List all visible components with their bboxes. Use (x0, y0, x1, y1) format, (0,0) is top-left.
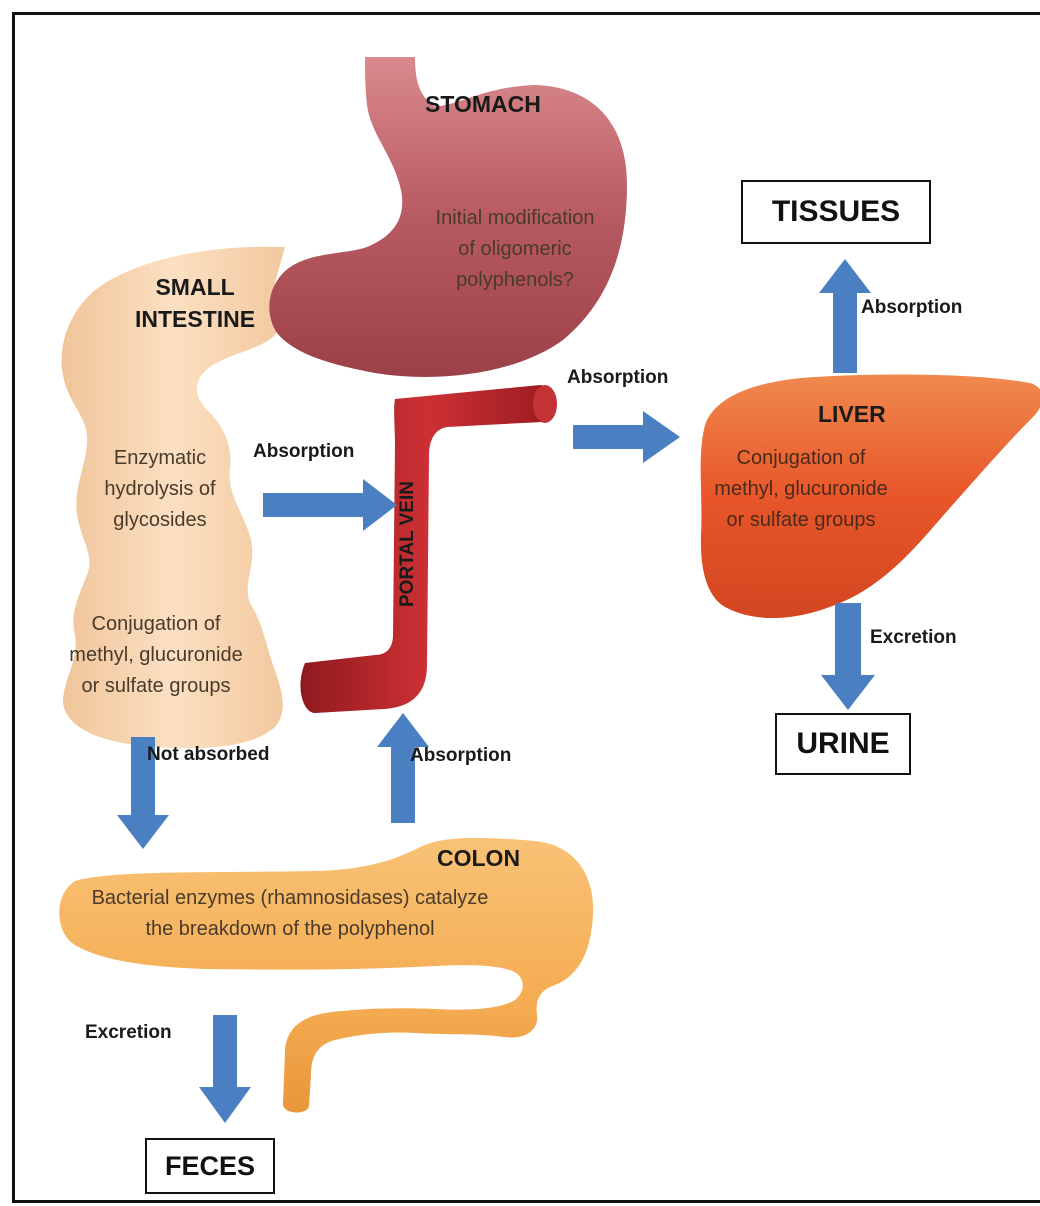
stomach-desc-line: polyphenols? (400, 265, 630, 296)
colon-desc-line: the breakdown of the polyphenol (55, 914, 525, 945)
urine-box: URINE (775, 713, 911, 775)
stomach-desc-line: of oligomeric (400, 234, 630, 265)
arrow-si-to-portal (263, 479, 397, 531)
colon-desc-line: Bacterial enzymes (rhamnosidases) cataly… (55, 883, 525, 914)
colon-description: Bacterial enzymes (rhamnosidases) cataly… (55, 883, 525, 945)
portal-vein-end-cap (533, 385, 557, 423)
arrow-colon-to-portal (377, 713, 429, 823)
liver-title: LIVER (818, 401, 886, 428)
stomach-desc-line: Initial modification (400, 203, 630, 234)
si-desc1-line: glycosides (75, 505, 245, 536)
si-desc2-line: methyl, glucuronide (43, 640, 269, 671)
feces-box: FECES (145, 1138, 275, 1194)
small-intestine-title: SMALL INTESTINE (135, 271, 255, 335)
label-colon-to-portal: Absorption (410, 745, 511, 767)
portal-vein-shape (300, 385, 552, 713)
small-intestine-description-2: Conjugation of methyl, glucuronide or su… (43, 609, 269, 702)
diagram-frame: STOMACH Initial modification of oligomer… (12, 12, 1040, 1203)
liver-desc-line: Conjugation of (695, 443, 907, 474)
stomach-title: STOMACH (425, 91, 541, 118)
si-desc2-line: or sulfate groups (43, 671, 269, 702)
tissues-box: TISSUES (741, 180, 931, 244)
label-portal-to-liver: Absorption (567, 367, 668, 389)
label-liver-to-tissues: Absorption (861, 297, 962, 319)
si-desc2-line: Conjugation of (43, 609, 269, 640)
colon-shape (59, 838, 593, 1113)
colon-title: COLON (437, 845, 520, 872)
small-intestine-title-line: INTESTINE (135, 303, 255, 335)
stomach-description: Initial modification of oligomeric polyp… (400, 203, 630, 296)
label-si-to-portal: Absorption (253, 441, 354, 463)
si-desc1-line: hydrolysis of (75, 474, 245, 505)
arrow-portal-to-liver (573, 411, 680, 463)
label-si-to-colon: Not absorbed (147, 744, 269, 766)
liver-description: Conjugation of methyl, glucuronide or su… (695, 443, 907, 536)
label-liver-to-urine: Excretion (870, 627, 957, 649)
arrow-liver-to-urine (821, 603, 875, 710)
liver-desc-line: or sulfate groups (695, 505, 907, 536)
portal-vein-title: PORTAL VEIN (397, 481, 419, 607)
small-intestine-description-1: Enzymatic hydrolysis of glycosides (75, 443, 245, 536)
small-intestine-title-line: SMALL (135, 271, 255, 303)
arrow-colon-to-feces (199, 1015, 251, 1123)
si-desc1-line: Enzymatic (75, 443, 245, 474)
liver-desc-line: methyl, glucuronide (695, 474, 907, 505)
label-colon-to-feces: Excretion (85, 1022, 172, 1044)
